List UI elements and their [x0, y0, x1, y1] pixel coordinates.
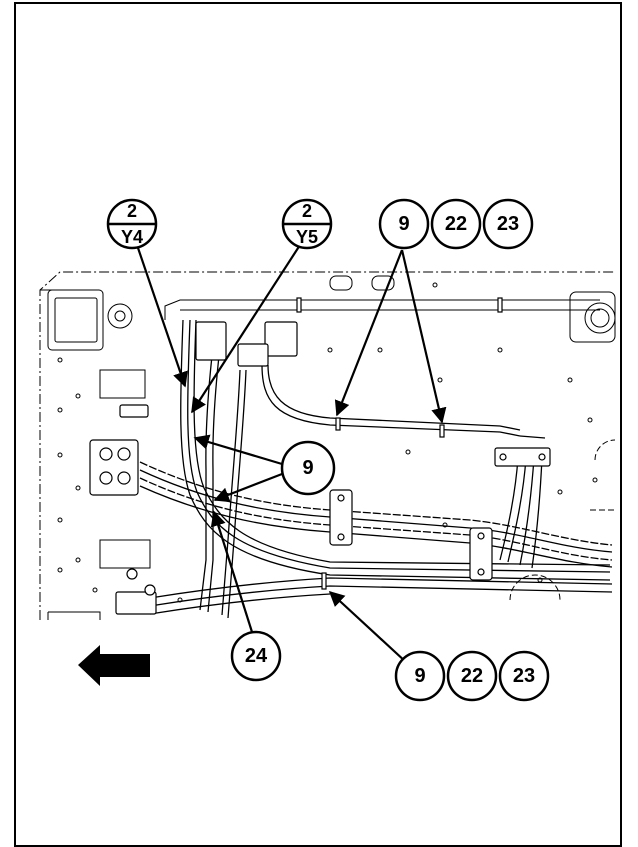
- callout-top-right-1: 9: [398, 213, 409, 235]
- callout-y5-bottom: Y5: [296, 227, 318, 247]
- leader-y5: [191, 244, 301, 414]
- callout-y5: 2 Y5: [281, 198, 333, 250]
- leader-24: [210, 510, 254, 633]
- callout-y4-top: 2: [127, 201, 137, 221]
- callout-y4-bottom: Y4: [121, 227, 143, 247]
- callout-top-right-3: 23: [497, 213, 519, 235]
- leader-mid-a: [193, 434, 283, 466]
- leader-arrows: [135, 244, 447, 664]
- callout-mid: 9: [280, 440, 336, 496]
- callout-bottom-left: 24: [230, 630, 282, 682]
- leader-top-right-a: [334, 249, 404, 417]
- arrow-left-icon: [78, 645, 150, 686]
- diagram-frame: [14, 2, 622, 847]
- harness-clamps: [89, 297, 551, 615]
- callout-bottom-left-label: 24: [245, 645, 268, 667]
- chassis-panel: [39, 271, 616, 620]
- leader-bottom-right: [328, 590, 408, 664]
- callout-bottom-right-2: 22: [461, 665, 483, 687]
- callout-mid-label: 9: [302, 457, 313, 479]
- callout-top-right-2: 22: [445, 213, 467, 235]
- callout-y5-top: 2: [302, 201, 312, 221]
- callout-bottom-right-1: 9: [414, 665, 425, 687]
- leader-y4: [135, 244, 188, 388]
- callout-group-top-right: 9 22 23: [378, 198, 534, 250]
- callout-y4: 2 Y4: [106, 198, 158, 250]
- leader-mid-b: [213, 472, 283, 503]
- callout-group-bottom-right: 9 22 23: [394, 650, 550, 702]
- callout-bottom-right-3: 23: [513, 665, 535, 687]
- wiring-harness: [139, 319, 613, 619]
- leader-top-right-b: [400, 249, 447, 424]
